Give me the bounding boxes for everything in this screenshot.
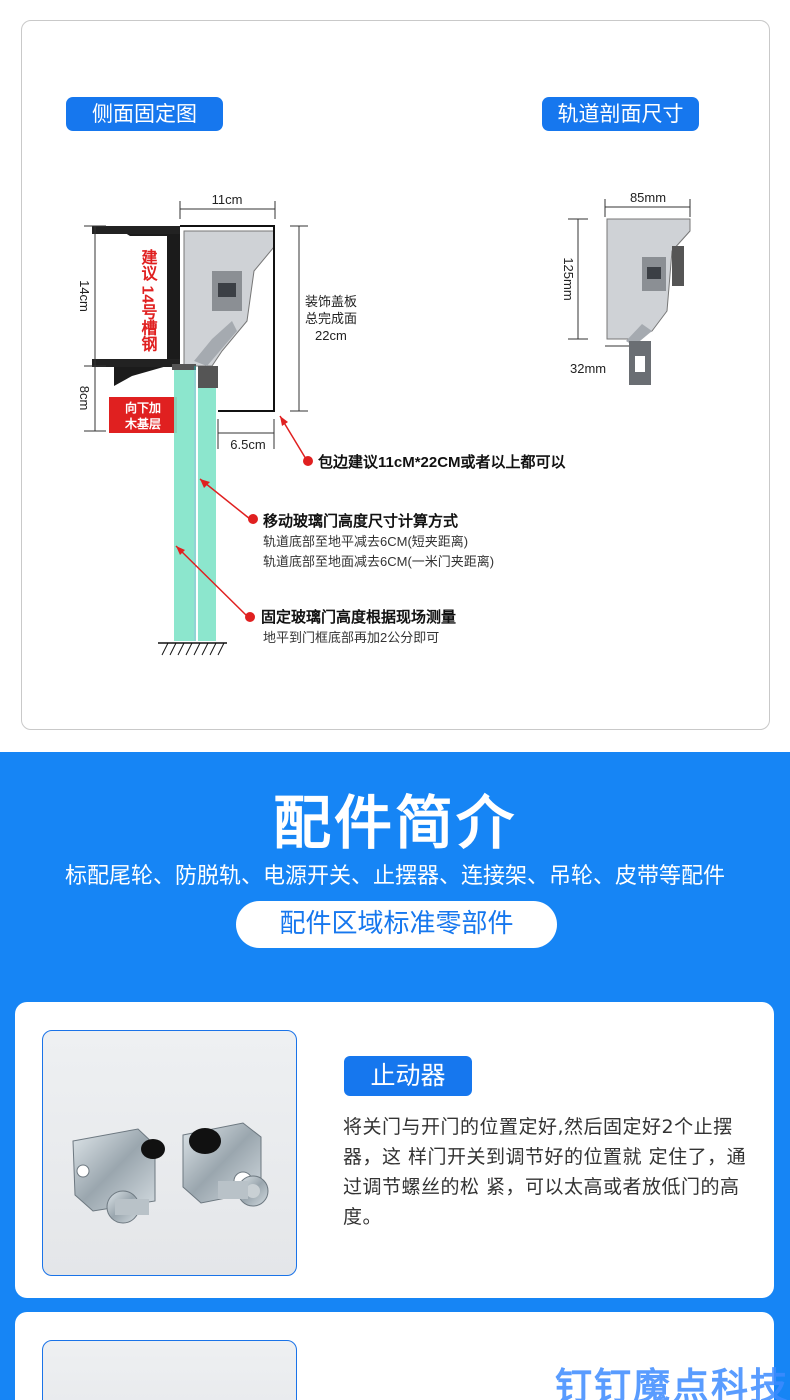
note-3-dot — [245, 612, 255, 622]
note-3-title: 固定玻璃门高度根据现场测量 — [261, 608, 456, 626]
note-2-line-2: 轨道底部至地面减去6CM(一米门夹距离) — [263, 554, 494, 569]
watermark: 钉钉魔点科技 — [555, 1365, 789, 1400]
dim-8cm-label: 8cm — [77, 386, 92, 411]
dim-85mm-label: 85mm — [630, 190, 666, 205]
track-section-title: 轨道剖面尺寸 — [542, 97, 699, 131]
note-2-line-1: 轨道底部至地平减去6CM(短夹距离) — [263, 534, 468, 549]
next-product-image — [42, 1340, 297, 1400]
stopper-illustration — [72, 1122, 269, 1224]
note-3-line-1: 地平到门框底部再加2公分即可 — [263, 630, 439, 645]
wood-base-line2: 木基层 — [124, 416, 161, 431]
dim-11cm — [179, 201, 276, 219]
note-1-title: 包边建议11cM*22CM或者以上都可以 — [318, 453, 566, 471]
moving-glass — [198, 366, 216, 641]
installation-section: 侧面固定图 轨道剖面尺寸 建议 14号槽钢 向下加 木基层 — [0, 0, 790, 752]
product-card-stopper: 止动器 将关门与开门的位置定好,然后固定好2个止摆器，这 样门开关到调节好的位置… — [15, 1002, 774, 1298]
diagram-card: 侧面固定图 轨道剖面尺寸 建议 14号槽钢 向下加 木基层 — [21, 20, 770, 730]
note-2-dot — [248, 514, 258, 524]
wood-base-line1: 向下加 — [125, 400, 161, 415]
cover-label-2: 总完成面 — [305, 311, 357, 326]
cover-label-1: 装饰盖板 — [305, 294, 357, 309]
stopper-description: 将关门与开门的位置定好,然后固定好2个止摆器，这 样门开关到调节好的位置就 定住… — [343, 1116, 747, 1228]
track-profile — [183, 230, 275, 367]
steel-suggest-label: 建议 14号槽钢 — [139, 249, 158, 352]
accessories-title: 配件简介 — [272, 789, 517, 857]
stopper-image — [42, 1030, 297, 1276]
decor-cover-outline — [180, 225, 275, 412]
side-diagram-title: 侧面固定图 — [66, 97, 223, 131]
stopper-tag: 止动器 — [344, 1056, 472, 1096]
track-section-diagram — [568, 199, 691, 385]
accessories-badge: 配件区域标准零部件 — [236, 901, 557, 948]
accessories-subtitle: 标配尾轮、防脱轨、电源开关、止摆器、连接架、吊轮、皮带等配件 — [64, 864, 725, 889]
fixed-glass — [174, 366, 194, 641]
dim-125mm-label: 125mm — [561, 257, 576, 300]
note-1-dot — [303, 456, 313, 466]
dim-32mm-label: 32mm — [570, 361, 606, 376]
dim-14cm-label: 14cm — [77, 280, 92, 312]
cover-label-3: 22cm — [315, 328, 347, 343]
note-2-title: 移动玻璃门高度尺寸计算方式 — [263, 512, 458, 530]
steel-channel — [114, 226, 180, 386]
dim-6-5cm-label: 6.5cm — [230, 437, 265, 452]
side-fixing-diagram: 建议 14号槽钢 向下加 木基层 — [77, 190, 691, 656]
product-card-next — [15, 1312, 774, 1400]
wood-base-box — [109, 397, 177, 433]
dim-11cm-label: 11cm — [212, 192, 243, 207]
